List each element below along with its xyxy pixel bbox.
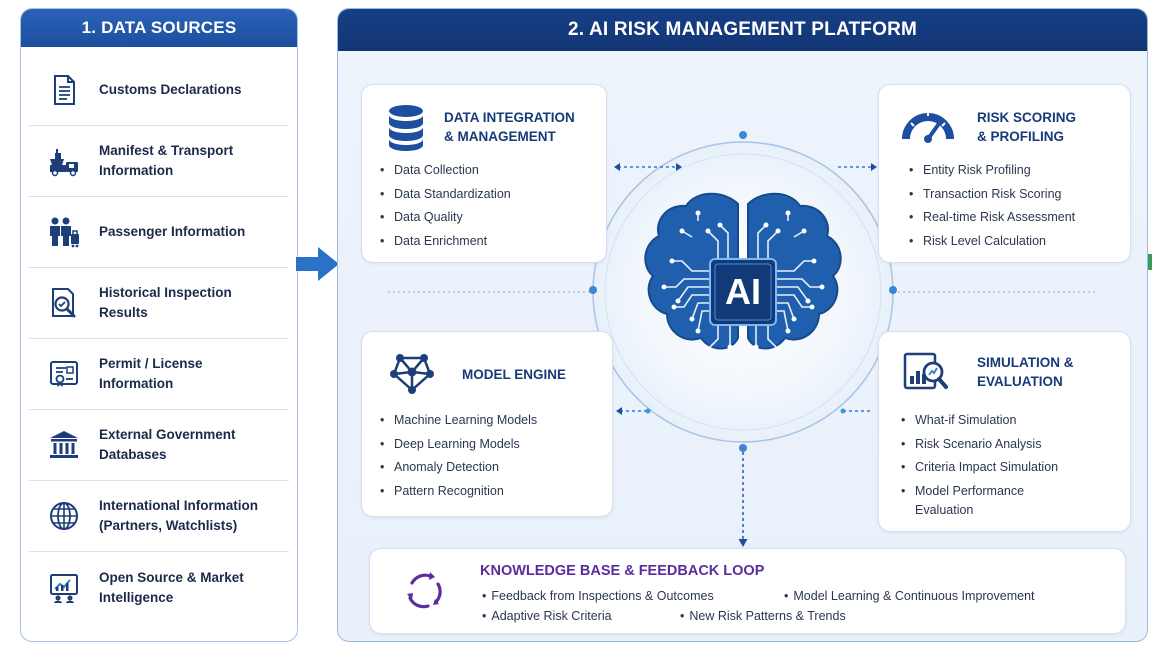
permit-icon — [29, 357, 99, 391]
inspection-icon — [29, 286, 99, 320]
bullet-item: Machine Learning Models — [380, 409, 537, 433]
source-label: External Government Databases — [99, 427, 236, 462]
edge-marker — [1148, 254, 1152, 270]
bullet-item: Data Quality — [380, 206, 511, 230]
brain-icon — [644, 192, 842, 352]
source-item-external-government: External Government Databases — [29, 410, 289, 481]
module-bullets: Data Collection Data Standardization Dat… — [380, 159, 511, 253]
source-label: Customs Declarations — [99, 82, 242, 97]
database-icon — [389, 105, 423, 151]
module-title: RISK SCORING & PROFILING — [977, 108, 1076, 146]
module-title: SIMULATION & EVALUATION — [977, 353, 1074, 391]
bullet-item: Risk Level Calculation — [909, 230, 1075, 254]
bullet-item: Model Performance Evaluation — [901, 482, 1071, 520]
module-bullets: What-if Simulation Risk Scenario Analysi… — [901, 409, 1116, 520]
source-item-open-source-intelligence: Open Source & Market Intelligence — [29, 552, 289, 623]
bullet-item: What-if Simulation — [901, 409, 1116, 433]
source-item-international-information: International Information (Partners, Wat… — [29, 481, 289, 552]
knowledge-base-title: KNOWLEDGE BASE & FEEDBACK LOOP — [480, 563, 765, 579]
transport-icon — [29, 144, 99, 178]
module-data-integration: DATA INTEGRATION & MANAGEMENT Data Colle… — [361, 84, 607, 263]
network-icon — [390, 354, 434, 394]
kb-item: New Risk Patterns & Trends — [680, 609, 845, 623]
module-title-line: & PROFILING — [977, 129, 1064, 144]
data-sources-title: 1. DATA SOURCES — [21, 9, 297, 47]
bullet-item: Criteria Impact Simulation — [901, 456, 1116, 480]
source-item-passenger-information: Passenger Information — [29, 197, 289, 268]
module-title-line: EVALUATION — [977, 374, 1063, 389]
module-bullets: Entity Risk Profiling Transaction Risk S… — [909, 159, 1075, 253]
platform-title: 2. AI RISK MANAGEMENT PLATFORM — [338, 9, 1147, 51]
data-sources-list: Customs Declarations Manifest & Transpor… — [29, 55, 289, 623]
kb-item: Feedback from Inspections & Outcomes — [482, 589, 713, 603]
passengers-icon — [29, 215, 99, 249]
module-title-line: & MANAGEMENT — [444, 129, 556, 144]
source-label: Open Source & Market Intelligence — [99, 569, 244, 605]
module-title-line: DATA INTEGRATION — [444, 110, 575, 125]
module-knowledge-base: KNOWLEDGE BASE & FEEDBACK LOOP Feedback … — [369, 548, 1126, 634]
bullet-item: Data Enrichment — [380, 230, 511, 254]
module-model-engine: MODEL ENGINE Machine Learning Models Dee… — [361, 331, 613, 517]
source-label: International Information (Partners, Wat… — [99, 498, 259, 533]
bullet-item: Deep Learning Models — [380, 433, 537, 457]
bullet-item: Pattern Recognition — [380, 480, 537, 504]
bullet-item: Data Collection — [380, 159, 511, 183]
kb-item: Model Learning & Continuous Improvement — [784, 589, 1034, 603]
government-building-icon — [29, 428, 99, 462]
module-simulation-evaluation: SIMULATION & EVALUATION What-if Simulati… — [878, 331, 1131, 532]
source-item-historical-inspection: Historical Inspection Results — [29, 268, 289, 339]
module-title: DATA INTEGRATION & MANAGEMENT — [444, 108, 575, 146]
platform-diagram — [388, 131, 1098, 547]
source-label: Passenger Information — [99, 224, 246, 239]
bullet-item: Risk Scenario Analysis — [901, 433, 1116, 457]
source-item-permit-license: Permit / License Information — [29, 339, 289, 410]
chart-magnifier-icon — [903, 352, 948, 390]
module-title-line: SIMULATION & — [977, 355, 1074, 370]
module-risk-scoring: RISK SCORING & PROFILING Entity Risk Pro… — [878, 84, 1131, 263]
bullet-item: Anomaly Detection — [380, 456, 537, 480]
kb-item: Adaptive Risk Criteria — [482, 609, 611, 623]
source-item-manifest-transport: Manifest & Transport Information — [29, 126, 289, 197]
bullet-item: Entity Risk Profiling — [909, 159, 1075, 183]
bullet-item: Transaction Risk Scoring — [909, 183, 1075, 207]
flow-arrow-icon — [296, 247, 339, 281]
ai-platform-panel: 2. AI RISK MANAGEMENT PLATFORM — [337, 8, 1148, 642]
bullet-item: Data Standardization — [380, 183, 511, 207]
source-label: Manifest & Transport Information — [99, 143, 234, 178]
module-title: MODEL ENGINE — [462, 367, 567, 382]
bullet-item: Real-time Risk Assessment — [909, 206, 1075, 230]
globe-icon — [29, 499, 99, 533]
module-title-line: RISK SCORING — [977, 110, 1077, 125]
feedback-loop-icon — [407, 572, 442, 609]
data-sources-panel: 1. DATA SOURCES Customs Declarations Man… — [20, 8, 298, 642]
source-label: Historical Inspection Results — [99, 285, 232, 320]
source-item-customs-declarations: Customs Declarations — [29, 55, 289, 126]
module-bullets: Machine Learning Models Deep Learning Mo… — [380, 409, 537, 503]
ai-chip-label: AI — [725, 271, 761, 312]
document-icon — [29, 73, 99, 107]
source-label: Permit / License Information — [99, 356, 203, 391]
analytics-icon — [29, 571, 99, 605]
gauge-icon — [902, 112, 954, 143]
